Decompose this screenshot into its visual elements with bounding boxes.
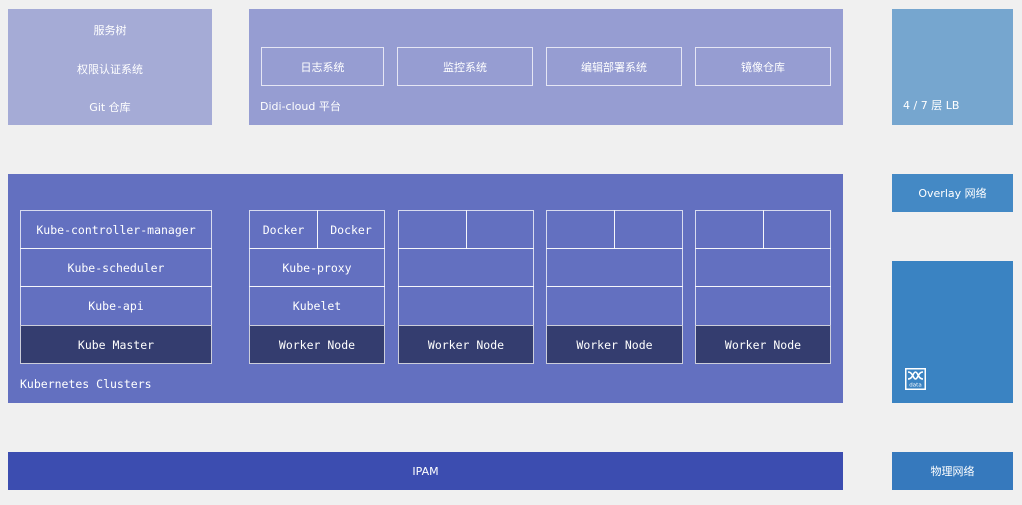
monitor-system-box: 监控系统 <box>397 47 533 86</box>
data-block: data <box>892 261 1013 403</box>
worker-slot-cell <box>763 210 831 249</box>
worker-node-cell: Worker Node <box>695 325 831 364</box>
kube-proxy-cell: Kube-proxy <box>249 248 385 287</box>
services-block: 服务树 权限认证系统 Git 仓库 <box>8 9 212 125</box>
log-system-box: 日志系统 <box>261 47 384 86</box>
worker-slot-cell <box>614 210 683 249</box>
git-repo-label: Git 仓库 <box>89 101 131 114</box>
kube-controller-manager-cell: Kube-controller-manager <box>20 210 212 249</box>
worker-slot-cell <box>398 248 534 287</box>
kube-api-cell: Kube-api <box>20 286 212 326</box>
data-icon-text: data <box>909 383 921 389</box>
lb-block: 4 / 7 层 LB <box>892 9 1013 125</box>
auth-system-label: 权限认证系统 <box>77 63 143 76</box>
worker-slot-cell <box>546 248 683 287</box>
kube-master-cell: Kube Master <box>20 325 212 364</box>
data-icon: data <box>905 368 926 390</box>
worker-node-cell: Worker Node <box>398 325 534 364</box>
kubelet-cell: Kubelet <box>249 286 385 326</box>
worker-slot-cell <box>466 210 534 249</box>
worker-slot-cell <box>398 210 467 249</box>
overlay-network-label: Overlay 网络 <box>918 187 987 200</box>
image-repo-box: 镜像仓库 <box>695 47 831 86</box>
physical-network-label: 物理网络 <box>930 465 975 478</box>
worker-slot-cell <box>546 210 615 249</box>
ipam-label: IPAM <box>412 464 439 478</box>
kubernetes-clusters-label: Kubernetes Clusters <box>20 377 152 391</box>
physical-network-block: 物理网络 <box>892 452 1013 490</box>
kubernetes-clusters-block: Kube-controller-manager Kube-scheduler K… <box>8 174 843 403</box>
worker-node-cell: Worker Node <box>546 325 683 364</box>
worker-slot-cell <box>695 210 764 249</box>
kube-scheduler-cell: Kube-scheduler <box>20 248 212 287</box>
deploy-system-box: 编辑部署系统 <box>546 47 682 86</box>
ipam-block: IPAM <box>8 452 843 490</box>
worker-node-cell: Worker Node <box>249 325 385 364</box>
platform-label: Didi-cloud 平台 <box>260 100 341 113</box>
worker-slot-cell <box>546 286 683 326</box>
overlay-network-block: Overlay 网络 <box>892 174 1013 212</box>
docker-cell: Docker <box>317 210 385 249</box>
worker-slot-cell <box>695 248 831 287</box>
worker-slot-cell <box>695 286 831 326</box>
didi-cloud-platform: 日志系统 监控系统 编辑部署系统 镜像仓库 Didi-cloud 平台 <box>249 9 843 125</box>
worker-slot-cell <box>398 286 534 326</box>
service-tree-label: 服务树 <box>93 24 127 37</box>
lb-label: 4 / 7 层 LB <box>903 99 960 112</box>
docker-cell: Docker <box>249 210 318 249</box>
